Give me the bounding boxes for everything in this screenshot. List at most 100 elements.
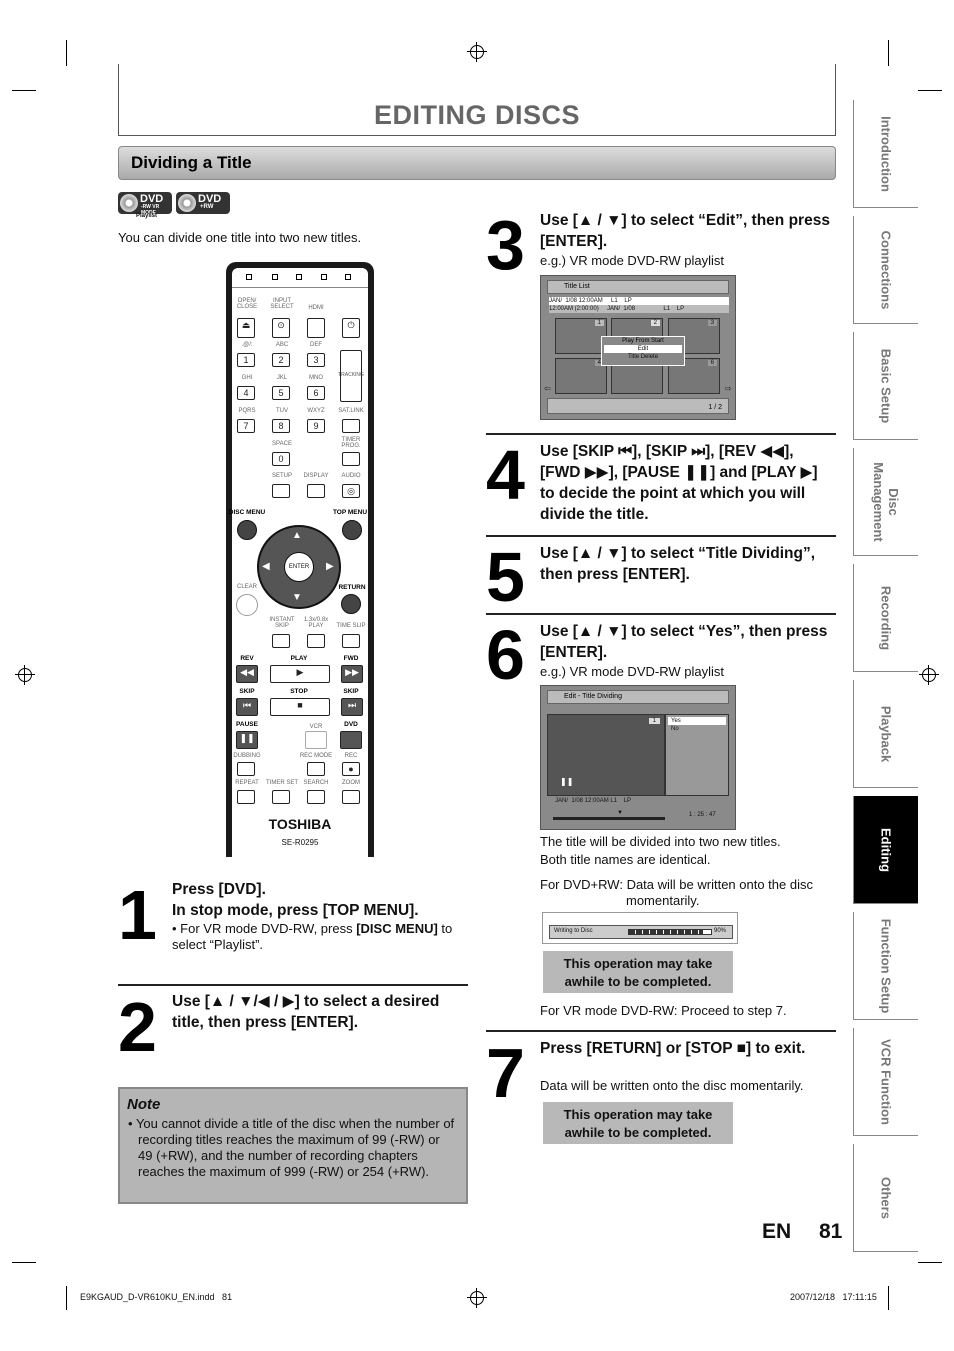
remote-label: HDMI: [308, 305, 324, 311]
registration-mark-icon: [919, 665, 939, 685]
repeat-button[interactable]: [237, 790, 255, 804]
skip-forward-button[interactable]: ⏭: [341, 698, 363, 716]
rec-mode-button[interactable]: [307, 762, 325, 776]
open-close-button[interactable]: ⏏: [237, 318, 255, 338]
display-button[interactable]: [307, 484, 325, 498]
tab-connections[interactable]: Connections: [853, 216, 918, 324]
option-no[interactable]: No: [671, 726, 679, 732]
setup-button[interactable]: [272, 484, 290, 498]
skip-back-button[interactable]: ⏮: [236, 698, 258, 716]
tab-function-setup[interactable]: Function Setup: [853, 912, 918, 1020]
remote-label: RETURN: [338, 584, 366, 591]
menu-play-from-start[interactable]: Play From Start: [622, 338, 664, 344]
menu-edit[interactable]: Edit: [604, 345, 682, 353]
tab-introduction[interactable]: Introduction: [853, 100, 918, 208]
remote-label: PAUSE: [236, 721, 258, 728]
enter-button[interactable]: ENTER: [284, 552, 314, 582]
rec-button[interactable]: ●: [342, 762, 360, 776]
timer-set-button[interactable]: [272, 790, 290, 804]
fwd-button[interactable]: ▶▶: [341, 665, 363, 683]
title-line-1: JAN/ 1/08 12:00AM L1 LP: [549, 297, 729, 305]
footer-date: 2007/12/18 17:11:15: [790, 1292, 877, 1302]
time-slip-button[interactable]: [342, 634, 360, 648]
dvd-button[interactable]: [340, 731, 362, 749]
step3-heading: Use [▲ / ▼] to select “Edit”, then press…: [540, 212, 830, 250]
led-icon: [246, 274, 252, 280]
tracking-button[interactable]: [340, 350, 362, 402]
vcr-button[interactable]: [305, 731, 327, 749]
remote-label: REPEAT: [235, 780, 259, 786]
tab-others[interactable]: Others: [853, 1144, 918, 1252]
remote-label: 1.3x/0.8x PLAY: [303, 617, 329, 629]
thumbnail[interactable]: 4: [555, 358, 607, 394]
step7-body: Data will be written onto the disc momen…: [540, 1078, 804, 1093]
digit-5-button[interactable]: 5: [272, 386, 290, 400]
digit-2-button[interactable]: 2: [272, 353, 290, 367]
dvdrw-plus-note: For DVD+RW: Data will be written onto th…: [540, 877, 813, 892]
digit-7-button[interactable]: 7: [237, 419, 255, 433]
digit-4-button[interactable]: 4: [237, 386, 255, 400]
play-speed-button[interactable]: [307, 634, 325, 648]
tab-vcr-function[interactable]: VCR Function: [853, 1028, 918, 1136]
remote-top: [232, 268, 368, 288]
search-button[interactable]: [307, 790, 325, 804]
option-yes[interactable]: Yes: [668, 717, 726, 725]
tab-playback[interactable]: Playback: [853, 680, 918, 788]
crop-mark: [918, 1262, 942, 1263]
instant-skip-button[interactable]: [272, 634, 290, 648]
audio-button[interactable]: ◎: [342, 484, 360, 498]
step6-result-1: The title will be divided into two new t…: [540, 834, 781, 849]
dvd-rw-vr-logo: DVD-RW VR MODE: [118, 192, 172, 216]
tab-recording[interactable]: Recording: [853, 564, 918, 672]
tab-basic-setup[interactable]: Basic Setup: [853, 332, 918, 440]
tab-label: Playback: [878, 705, 894, 762]
digit-9-button[interactable]: 9: [307, 419, 325, 433]
page-number: 81: [819, 1220, 843, 1243]
dubbing-button[interactable]: [237, 762, 255, 776]
note-box: Note • You cannot divide a title of the …: [118, 1087, 468, 1204]
left-arrow-icon: ⇦: [544, 384, 551, 393]
remote-label: REV: [240, 655, 254, 662]
divider: [486, 433, 836, 435]
remote-label: TIME SLIP: [336, 623, 366, 629]
divider: [118, 984, 468, 986]
screen-title: Title List: [547, 280, 729, 294]
tab-label: VCR Function: [878, 1038, 894, 1125]
zoom-button[interactable]: [342, 790, 360, 804]
top-menu-button[interactable]: [342, 520, 362, 540]
digit-8-button[interactable]: 8: [272, 419, 290, 433]
return-button[interactable]: [341, 594, 361, 614]
clear-button[interactable]: [236, 594, 258, 616]
remote-label: DISPLAY: [303, 473, 329, 479]
crop-mark: [66, 40, 67, 66]
pause-button[interactable]: ❚❚: [236, 731, 258, 749]
remote-label: INSTANT SKIP: [269, 617, 295, 629]
thumbnail[interactable]: 1: [555, 318, 607, 354]
remote-label: STOP: [290, 688, 308, 695]
tab-label: Disc Management: [871, 461, 901, 542]
thumbnail-number: 3: [707, 320, 717, 326]
step6-heading: Use [▲ / ▼] to select “Yes”, then press …: [540, 623, 828, 661]
rev-button[interactable]: ◀◀: [236, 665, 258, 683]
down-arrow-icon: ▼: [292, 592, 302, 603]
step7-heading: Press [RETURN] or [STOP ■] to exit.: [540, 1040, 806, 1057]
disc-icon: [120, 194, 138, 212]
dvdrw-plus-note-2: momentarily.: [626, 893, 700, 908]
digit-1-button[interactable]: 1: [237, 353, 255, 367]
text: For VR mode DVD-RW, press: [180, 921, 357, 936]
play-button[interactable]: ▶: [270, 665, 330, 683]
remote-label: INPUT SELECT: [270, 298, 294, 310]
disc-menu-button[interactable]: [237, 520, 257, 540]
digit-0-button[interactable]: 0: [272, 452, 290, 466]
hdmi-button[interactable]: [307, 318, 325, 338]
sat-link-button[interactable]: [342, 419, 360, 433]
menu-title-delete[interactable]: Title Delete: [627, 354, 659, 360]
power-button[interactable]: ⏻: [342, 318, 360, 338]
stop-button[interactable]: ■: [270, 698, 330, 716]
digit-3-button[interactable]: 3: [307, 353, 325, 367]
timer-prog-button[interactable]: [342, 452, 360, 466]
tab-disc-management[interactable]: Disc Management: [853, 448, 918, 556]
input-select-button[interactable]: ⊙: [272, 318, 290, 338]
digit-6-button[interactable]: 6: [307, 386, 325, 400]
tab-editing[interactable]: Editing: [853, 796, 918, 904]
